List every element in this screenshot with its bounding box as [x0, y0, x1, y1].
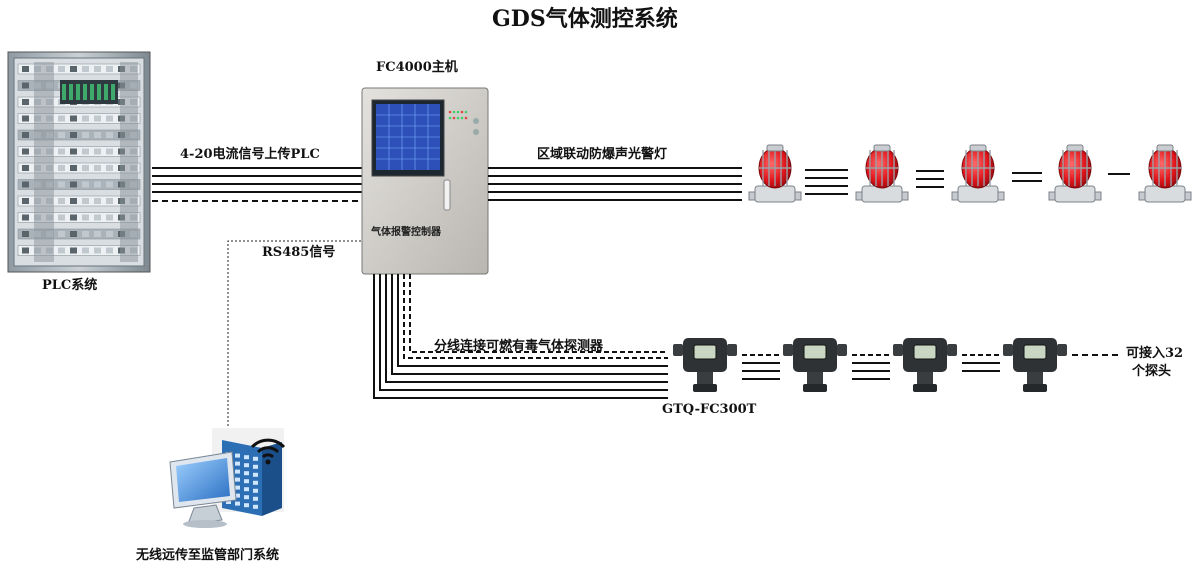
detector-model-label: GTQ-FC300T [662, 402, 757, 417]
detectors-group [671, 338, 1069, 392]
fc4000-controller [361, 87, 489, 275]
diagram-title: GDS气体测控系统 [492, 6, 678, 32]
alarm-light [748, 144, 802, 203]
rs485-label: RS485信号 [262, 245, 336, 260]
expand-note-line2: 个探头 [1132, 364, 1172, 379]
detector-wires [373, 274, 1120, 399]
alarm-light [1138, 144, 1192, 203]
wifi-icon [250, 438, 286, 465]
gas-detector [671, 338, 739, 392]
alarm-light-wires [488, 167, 1130, 201]
remote-label: 无线远传至监管部门系统 [136, 548, 280, 563]
alarm-light [951, 144, 1005, 203]
plc-signal-wires [152, 167, 365, 202]
plc-label: PLC系统 [42, 278, 98, 293]
detector-link-label: 分线连接可燃有毒气体探测器 [434, 339, 604, 354]
alarm-lights-group [748, 144, 1192, 203]
plc-signal-label: 4-20电流信号上传PLC [180, 147, 320, 162]
alarm-light [1048, 144, 1102, 203]
gas-detector [891, 338, 959, 392]
gas-detector [1001, 338, 1069, 392]
gas-detector [781, 338, 849, 392]
rs485-wire [227, 240, 365, 428]
plc-cabinet [7, 51, 151, 273]
controller-panel-text: 气体报警控制器 [371, 227, 441, 238]
controller-model-label: FC4000主机 [376, 60, 458, 75]
alarm-light [855, 144, 909, 203]
remote-computer [169, 428, 284, 528]
alarm-light-link-label: 区域联动防爆声光警灯 [537, 147, 668, 162]
expand-note-line1: 可接入32 [1126, 346, 1184, 361]
